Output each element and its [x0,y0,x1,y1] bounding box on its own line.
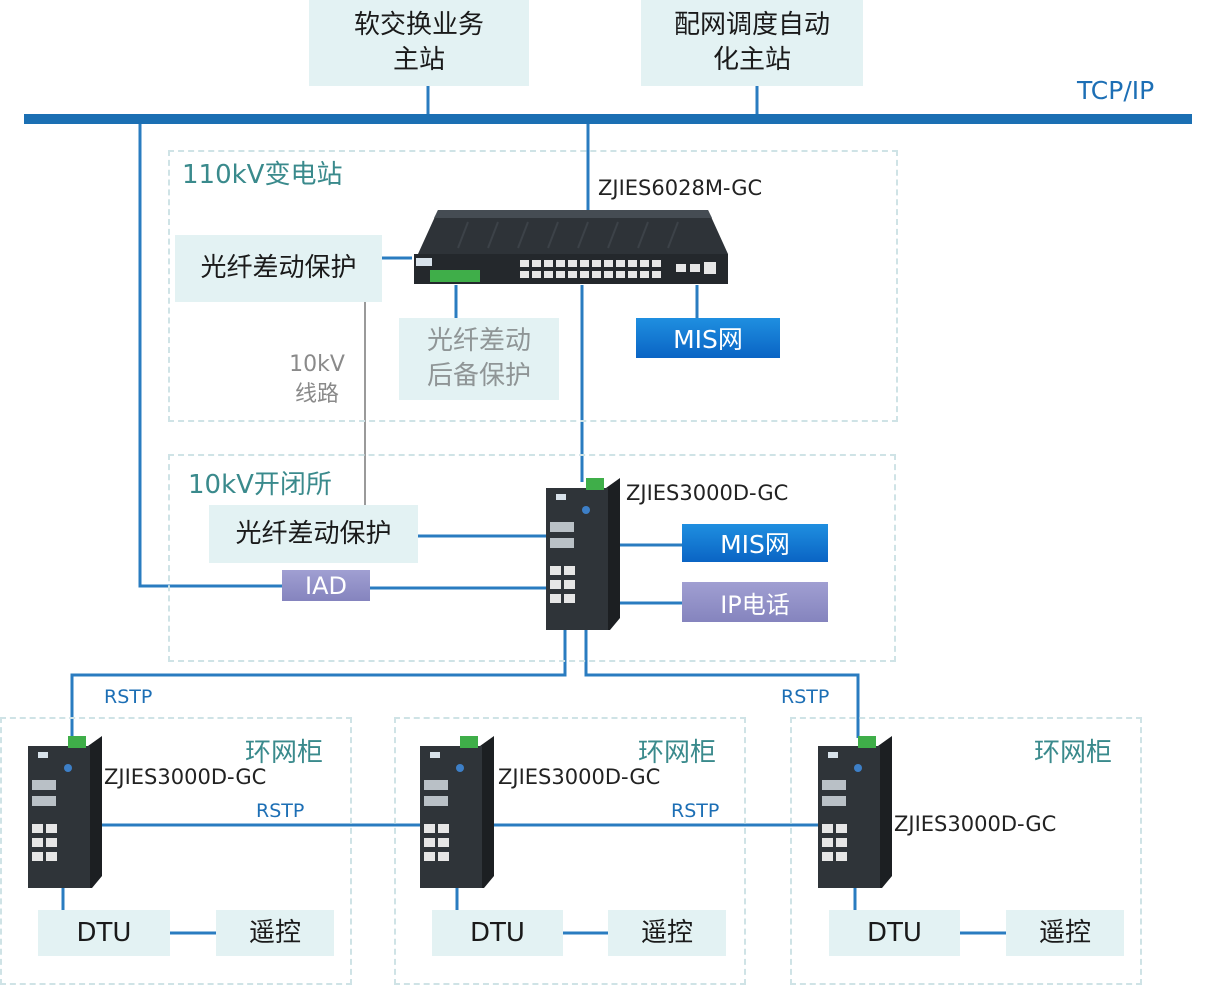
core-switch-icon [414,210,728,284]
ring-unit-zone-3 [790,717,1142,985]
remote-control-box-2: 遥控 [608,910,726,956]
tcpip-bus [24,114,1192,124]
mis-network-box-station: MIS网 [682,524,828,562]
ring-unit-label-2: 环网柜 [638,738,717,768]
tcpip-label: TCP/IP [1077,76,1155,105]
ring-switch-model-label-1: ZJIES3000D-GC [104,765,267,789]
ring-switch-icon-1 [28,736,102,888]
dtu-box-2: DTU [432,910,563,956]
mis-network-box-substation: MIS网 [636,318,780,358]
ring-switch-icon-2 [420,736,494,888]
ring-unit-label-1: 环网柜 [245,738,324,768]
dtu-box-3: DTU [829,910,960,956]
fiber-diff-protection-box: 光纤差动保护 [175,235,382,302]
ring-unit-zone-2 [394,717,746,985]
switching-station-zone-label: 10kV开闭所 [188,470,332,500]
ring-switch-icon-3 [818,736,892,888]
remote-control-box-3: 遥控 [1006,910,1124,956]
fiber-diff-protection-box-station: 光纤差动保护 [209,505,418,563]
remote-control-box-1: 遥控 [216,910,334,956]
dispatch-automation-master-station: 配网调度自动 化主站 [641,0,863,86]
rstp-label-ring-1: RSTP [256,800,305,822]
10kv-line-label: 10kV 线路 [289,352,345,407]
core-switch-model-label: ZJIES6028M-GC [598,176,763,200]
ring-switch-model-label-3: ZJIES3000D-GC [894,812,1057,836]
substation-zone [168,150,898,422]
fiber-diff-backup-protection-box: 光纤差动 后备保护 [399,318,559,400]
softswitch-master-station: 软交换业务 主站 [309,0,529,86]
rstp-label-right: RSTP [781,686,830,708]
rstp-label-ring-2: RSTP [671,800,720,822]
ring-unit-zone-1 [0,717,352,985]
station-switch-icon [546,478,620,630]
ip-phone-box: IP电话 [682,582,828,622]
rstp-label-left: RSTP [104,686,153,708]
ring-unit-label-3: 环网柜 [1034,738,1113,768]
dtu-box-1: DTU [38,910,170,956]
station-switch-model-label: ZJIES3000D-GC [626,481,789,505]
ring-switch-model-label-2: ZJIES3000D-GC [498,765,661,789]
substation-zone-label: 110kV变电站 [182,160,343,190]
iad-box: IAD [282,570,370,601]
switching-station-zone [168,454,896,662]
